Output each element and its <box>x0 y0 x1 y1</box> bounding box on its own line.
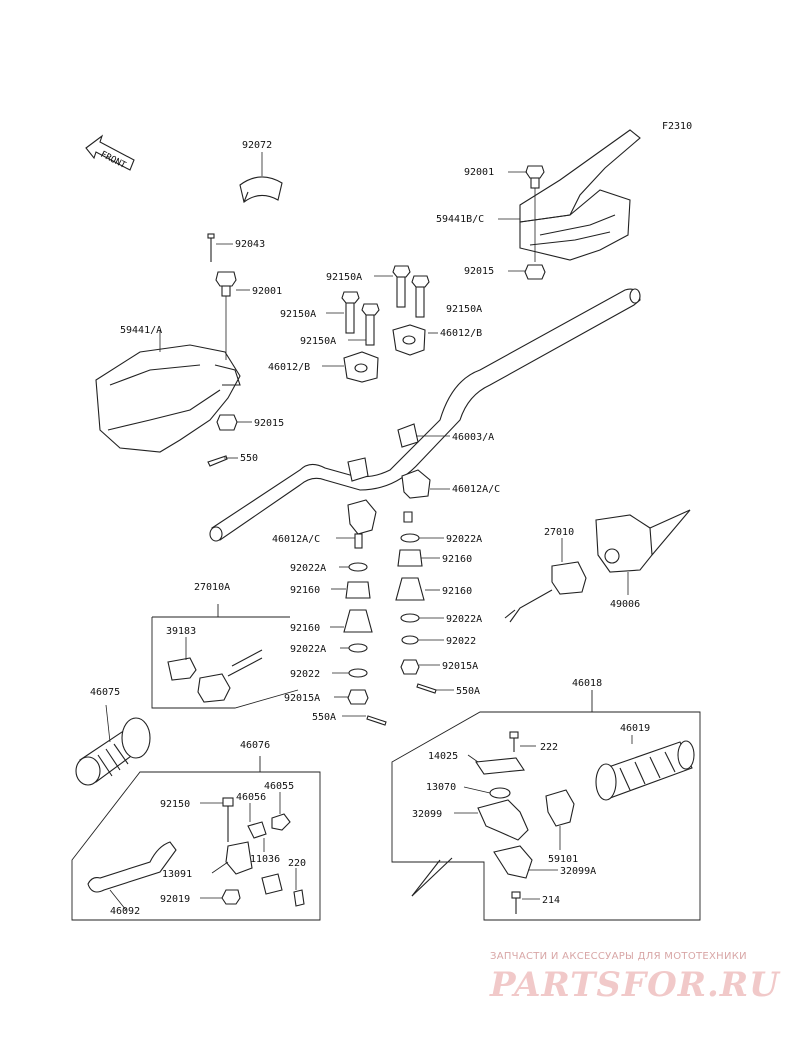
part-label: 46076 <box>240 740 270 751</box>
part-label: 27010 <box>544 527 574 538</box>
part-label: 92150A <box>280 309 316 320</box>
figure-code: F2310 <box>662 121 692 132</box>
part-label: 92160 <box>442 554 472 565</box>
part-label: 92015 <box>254 418 284 429</box>
throttle-housing-49006 <box>595 509 691 573</box>
part-label: 222 <box>540 742 558 753</box>
part-label: 46075 <box>90 687 120 698</box>
handguard-right <box>519 129 641 261</box>
part-label: 92015A <box>442 661 478 672</box>
nut-92015-left <box>216 414 238 431</box>
part-label: 32099 <box>412 809 442 820</box>
part-label: 46003/A <box>452 432 494 443</box>
grip-46075 <box>75 704 151 786</box>
part-label: 92019 <box>160 894 190 905</box>
front-arrow-label: FRONT <box>99 150 128 171</box>
part-label: 92150A <box>446 304 482 315</box>
part-label: 46012/B <box>268 362 310 373</box>
clamp-ring-92072 <box>239 176 283 203</box>
part-label: 59441B/C <box>436 214 484 225</box>
clamp-46012ac-right <box>401 469 431 499</box>
part-label: 92015 <box>464 266 494 277</box>
part-label: 46092 <box>110 906 140 917</box>
part-label: 92160 <box>290 623 320 634</box>
part-label: 550A <box>456 686 480 697</box>
part-label: 220 <box>288 858 306 869</box>
pin-92043 <box>207 233 215 262</box>
part-label: 92022 <box>446 636 476 647</box>
part-label: 92022A <box>446 534 482 545</box>
bolts-92150a-top <box>341 265 430 346</box>
part-label: 46012A/C <box>452 484 500 495</box>
part-label: 46018 <box>572 678 602 689</box>
part-label: 92160 <box>290 585 320 596</box>
bushing-stack-right <box>395 511 437 694</box>
part-label: 92072 <box>242 140 272 151</box>
bolt-92001-right <box>525 165 545 262</box>
nut-92015-right <box>524 264 546 280</box>
part-label: 39183 <box>166 626 196 637</box>
cotter-550 <box>207 455 228 467</box>
part-label: 13070 <box>426 782 456 793</box>
part-label: 92043 <box>235 239 265 250</box>
bolt-92001-left <box>215 271 237 360</box>
part-label: 32099A <box>560 866 596 877</box>
part-label: 92150 <box>160 799 190 810</box>
part-label: 92022A <box>290 563 326 574</box>
part-label: 13091 <box>162 869 192 880</box>
part-label: 92022A <box>446 614 482 625</box>
handlebar-46003a <box>209 288 641 542</box>
part-label: 59101 <box>548 854 578 865</box>
part-label: 46056 <box>236 792 266 803</box>
part-label: 11036 <box>250 854 280 865</box>
part-label: 214 <box>542 895 560 906</box>
part-label: 550A <box>312 712 336 723</box>
handguard-left <box>95 344 241 453</box>
part-label: 550 <box>240 453 258 464</box>
part-label: 92150A <box>326 272 362 283</box>
part-label: 92015A <box>284 693 320 704</box>
part-label: 46055 <box>264 781 294 792</box>
part-label: 46012/B <box>440 328 482 339</box>
clamp-46012b-upper <box>392 324 426 356</box>
part-label: 14025 <box>428 751 458 762</box>
part-label: 46019 <box>620 723 650 734</box>
watermark-subtitle: ЗАПЧАСТИ И АКСЕССУАРЫ ДЛЯ МОТОТЕХНИКИ <box>490 951 747 962</box>
bushing-stack-left <box>343 562 387 726</box>
box-46076 <box>71 756 321 921</box>
part-label: 92022 <box>290 669 320 680</box>
leader-lines <box>109 152 633 911</box>
part-label: 46012A/C <box>272 534 320 545</box>
part-label: 92001 <box>252 286 282 297</box>
stem-46012ac-left <box>347 499 377 549</box>
part-label: 59441/A <box>120 325 162 336</box>
front-arrow-icon: FRONT <box>85 134 135 171</box>
part-label: 92001 <box>464 167 494 178</box>
part-label: 27010A <box>194 582 230 593</box>
part-label: 92022A <box>290 644 326 655</box>
watermark-logo: PARTSFOR.RU <box>490 965 780 1005</box>
clamp-46012b-lower <box>343 351 379 383</box>
part-label: 92160 <box>442 586 472 597</box>
part-label: 92150A <box>300 336 336 347</box>
part-number-labels: 92072 92001 59441B/C 92015 92043 92001 9… <box>90 140 650 917</box>
part-label: 49006 <box>610 599 640 610</box>
box-27010a <box>151 604 299 709</box>
box-46018 <box>391 690 701 921</box>
switch-27010 <box>504 561 587 623</box>
